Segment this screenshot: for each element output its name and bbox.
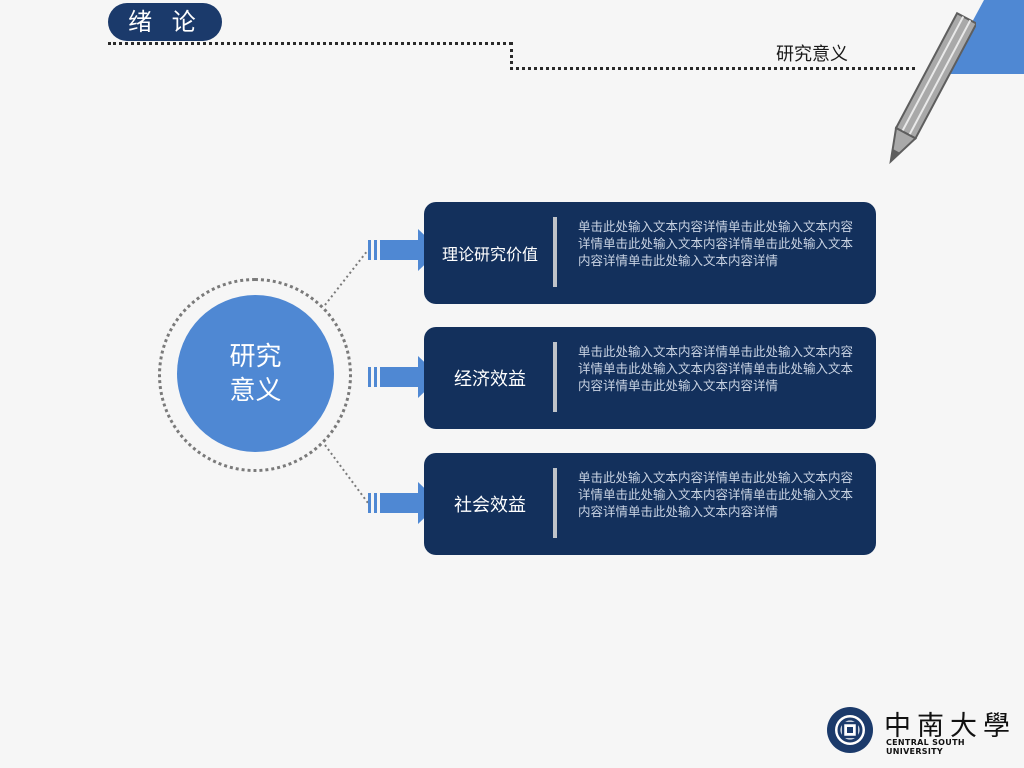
section-title: 研究意义 — [776, 44, 848, 65]
card-economic: 经济效益 单击此处输入文本内容详情单击此处输入文本内容详情单击此处输入文本内容详… — [424, 327, 876, 429]
logo-chinese: 中南大學 — [884, 711, 1016, 742]
center-ring — [158, 278, 352, 472]
card-title: 经济效益 — [454, 369, 526, 390]
corner-decoration — [944, 0, 1024, 74]
card-title: 社会效益 — [454, 495, 526, 516]
card-title: 理论研究价值 — [441, 245, 538, 264]
card-description: 单击此处输入文本内容详情单击此处输入文本内容详情单击此处输入文本内容详情单击此处… — [578, 470, 854, 519]
card-description: 单击此处输入文本内容详情单击此处输入文本内容详情单击此处输入文本内容详情单击此处… — [578, 344, 854, 393]
card-description: 单击此处输入文本内容详情单击此处输入文本内容详情单击此处输入文本内容详情单击此处… — [578, 219, 854, 268]
header-divider — [108, 42, 512, 45]
card-social: 社会效益 单击此处输入文本内容详情单击此处输入文本内容详情单击此处输入文本内容详… — [424, 453, 876, 555]
chapter-title: 绪 论 — [108, 3, 222, 41]
center-circle: 研究意义 — [177, 295, 334, 452]
card-theory: 理论研究价值 单击此处输入文本内容详情单击此处输入文本内容详情单击此处输入文本内… — [424, 202, 876, 304]
pencil-icon — [889, 11, 976, 165]
center-label: 研究意义 — [229, 341, 282, 406]
card-divider — [553, 468, 557, 538]
header-divider-step — [510, 42, 513, 70]
logo-english: CENTRAL SOUTH UNIVERSITY — [886, 738, 965, 756]
card-divider — [553, 217, 557, 287]
university-seal-icon — [827, 707, 873, 753]
header-divider-right — [510, 67, 915, 70]
card-divider — [553, 342, 557, 412]
